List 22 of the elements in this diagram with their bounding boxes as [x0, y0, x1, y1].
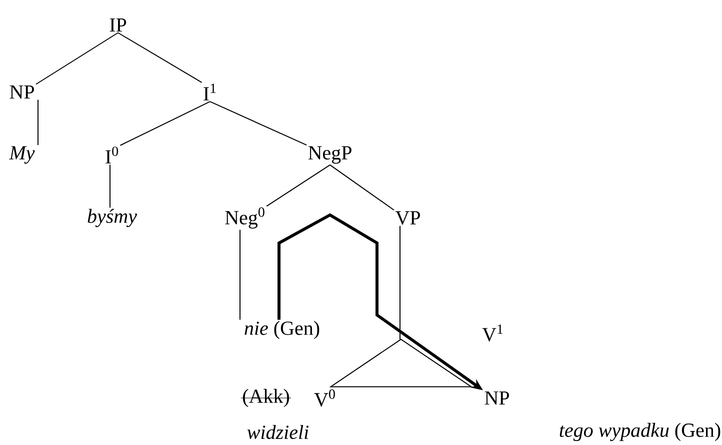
tree-label: nie (Gen) — [244, 320, 320, 340]
tree-label: NP — [484, 391, 509, 405]
branch-line — [120, 101, 210, 146]
branch-line — [118, 32, 202, 83]
tree-label: IP — [110, 18, 126, 32]
tree-label: byśmy — [88, 208, 137, 228]
branch-line — [210, 101, 308, 146]
tree-label: Neg$^{0}$ — [225, 207, 264, 229]
tree-label: V$^{1}$ — [482, 324, 503, 342]
tree-label: I$^{1}$ — [204, 84, 216, 100]
tree-label: V$^{0}$ — [314, 389, 335, 407]
tree-label: I$^{0}$ — [106, 146, 118, 164]
tree-label: NP — [10, 85, 34, 99]
struck-out-label: (Akk) — [240, 388, 292, 408]
branch-line — [330, 164, 395, 211]
tree-label: My — [9, 146, 35, 164]
tree-label: VP — [395, 211, 420, 225]
branch-line — [35, 32, 118, 85]
tree-label: NegP — [308, 146, 352, 164]
tree-label: widzieli — [247, 424, 309, 440]
tree-label: tego wypadku (Gen) — [560, 422, 720, 442]
branch-line — [266, 164, 330, 207]
